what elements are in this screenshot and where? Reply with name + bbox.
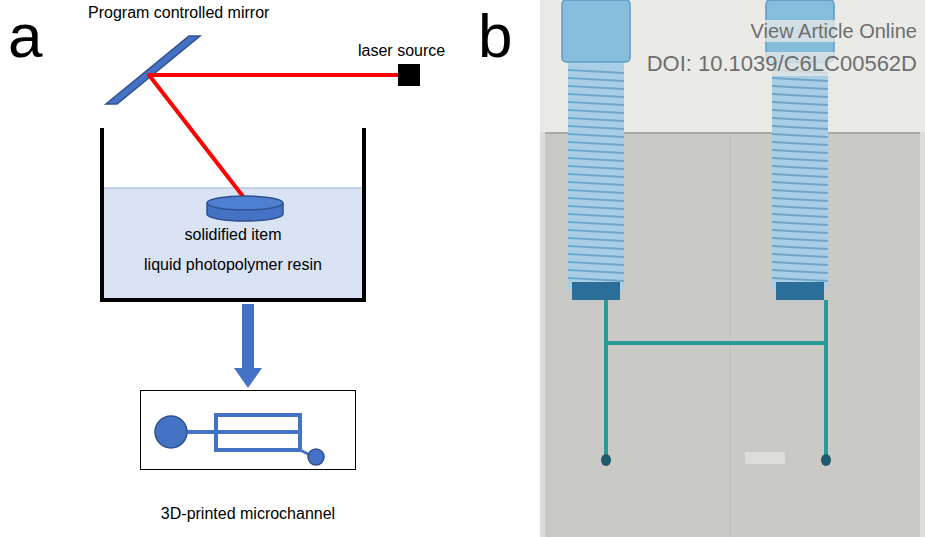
thread-line: [568, 190, 624, 193]
fitting-thread: [772, 58, 828, 290]
thread-line: [772, 206, 828, 209]
thread-line: [772, 86, 828, 89]
thread-line: [568, 270, 624, 273]
thread-line: [568, 206, 624, 209]
thread-line: [772, 182, 828, 185]
part-label: solidified item: [185, 226, 282, 244]
thread-line: [568, 102, 624, 105]
thread-line: [568, 214, 624, 217]
thread-line: [568, 158, 624, 161]
thread-line: [568, 254, 624, 257]
thread-line: [772, 278, 828, 281]
channel-line: [187, 430, 216, 434]
thread-line: [772, 238, 828, 241]
disc-top: [207, 196, 283, 210]
thread-line: [568, 142, 624, 145]
thread-line: [772, 270, 828, 273]
thread-line: [772, 222, 828, 225]
watermark: View Article Online: [749, 20, 919, 42]
thread-line: [568, 182, 624, 185]
microchannel-box: 3D-printed microchannel: [140, 390, 356, 470]
dye-drop: [821, 454, 831, 466]
glare-spot: [745, 452, 785, 464]
thread-line: [772, 134, 828, 137]
thread-line: [772, 110, 828, 113]
thread-line: [568, 246, 624, 249]
resin-tank: solidified item liquid photopolymer resin: [100, 128, 366, 302]
thread-line: [568, 70, 624, 73]
thread-line: [568, 278, 624, 281]
thread-line: [772, 118, 828, 121]
thread-line: [772, 166, 828, 169]
thread-line: [568, 230, 624, 233]
thread-line: [568, 86, 624, 89]
thread-line: [772, 150, 828, 153]
thread-line: [772, 190, 828, 193]
thread-lines: [568, 70, 828, 281]
part-label: liquid photopolymer resin: [144, 256, 322, 274]
fitting-tip: [776, 282, 824, 300]
channel-line: [216, 430, 300, 434]
thread-line: [772, 174, 828, 177]
thread-line: [568, 198, 624, 201]
channel-loop: [216, 415, 300, 450]
thread-line: [568, 238, 624, 241]
fitting-tip: [572, 282, 620, 300]
panel-letter: a: [8, 2, 42, 70]
fitting-cap: [562, 0, 630, 62]
fitting: [766, 0, 834, 300]
thread-line: [568, 150, 624, 153]
block-seam: [730, 135, 731, 537]
thread-line: [568, 134, 624, 137]
thread-line: [772, 198, 828, 201]
thread-line: [568, 166, 624, 169]
dye-drop: [601, 454, 611, 466]
resin-fill: [102, 188, 364, 298]
part-label: Program controlled mirror: [88, 4, 269, 22]
thread-line: [568, 126, 624, 129]
dyed-channel: [824, 300, 828, 456]
dyed-channel: [604, 341, 828, 345]
thread-line: [772, 94, 828, 97]
thread-line: [568, 174, 624, 177]
watermark: DOI: 10.1039/C6LC00562D: [645, 52, 919, 76]
flow-arrow: [242, 304, 254, 368]
inlet-circle: [155, 416, 187, 448]
photo-ground: [540, 0, 925, 537]
panel-letter: b: [478, 2, 512, 70]
mirror: [106, 36, 200, 104]
fitting-thread: [568, 58, 624, 290]
laser-source-block: [398, 64, 420, 86]
fitting: [562, 0, 630, 300]
thread-line: [772, 230, 828, 233]
dyed-channel: [604, 300, 608, 456]
resin-surface: [102, 187, 364, 189]
thread-line: [772, 246, 828, 249]
thread-line: [772, 214, 828, 217]
thread-line: [568, 110, 624, 113]
thread-line: [568, 262, 624, 265]
part-label: laser source: [358, 42, 445, 60]
thread-line: [772, 254, 828, 257]
thread-line: [772, 142, 828, 145]
box-caption: 3D-printed microchannel: [161, 505, 335, 523]
thread-line: [772, 78, 828, 81]
thread-line: [568, 222, 624, 225]
thread-line: [568, 78, 624, 81]
laser-beam: [149, 75, 398, 199]
thread-line: [568, 118, 624, 121]
outlet-circle: [308, 449, 324, 465]
thread-line: [568, 94, 624, 97]
printed-block: [545, 132, 920, 537]
thread-line: [772, 262, 828, 265]
thread-line: [772, 126, 828, 129]
thread-line: [772, 158, 828, 161]
thread-line: [772, 102, 828, 105]
